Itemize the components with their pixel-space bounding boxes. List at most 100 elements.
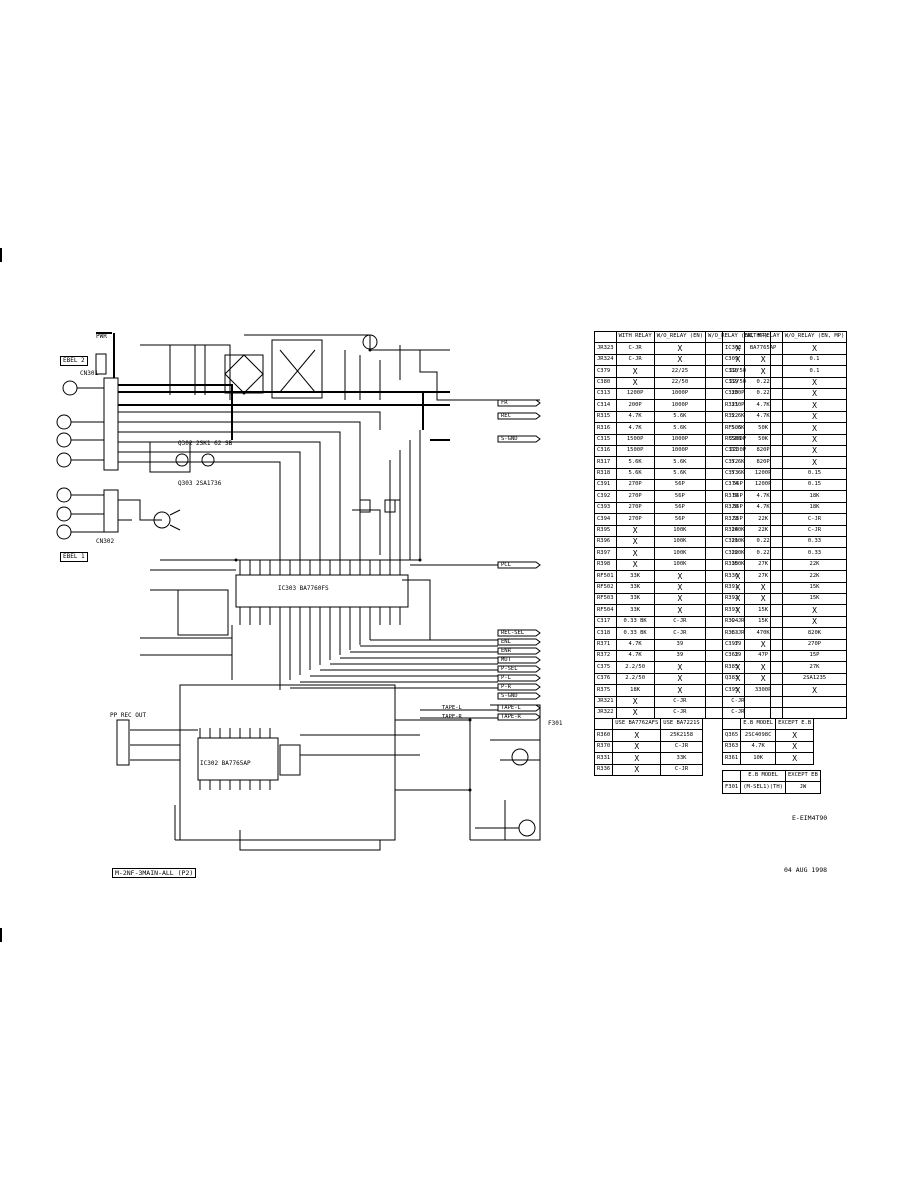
part-value-cell: 0.15	[781, 467, 848, 481]
part-value-cell: X	[781, 684, 848, 697]
table-header-cell: EXCEPT E.B	[775, 717, 815, 731]
part-value-cell: X	[612, 752, 662, 765]
part-value-cell: C-JR	[653, 627, 707, 640]
part-value-cell: 4.7K	[743, 399, 783, 412]
part-value-cell: X	[781, 444, 848, 458]
part-ref-cell: C371	[722, 444, 745, 458]
part-value-cell: 10K	[740, 752, 777, 765]
part-value-cell: 820K	[781, 627, 848, 640]
part-value-cell: 22K	[781, 570, 848, 583]
part-value-cell: 0.22	[743, 536, 783, 549]
part-ref-cell: R396	[594, 536, 617, 549]
signal-flag-enl: ENL	[501, 639, 511, 645]
part-value-cell: 1000P	[653, 444, 707, 458]
part-value-cell: X	[743, 661, 783, 674]
part-ref-cell: C317	[594, 615, 617, 629]
part-value-cell: 27K	[743, 570, 783, 583]
ic303-label: IC303 BA7760FS	[278, 585, 329, 592]
part-value-cell: 0.33 BK	[615, 615, 655, 629]
part-value-cell: X	[743, 365, 783, 378]
part-ref-cell: R317	[594, 456, 617, 469]
signal-flag-tape-r: TAPE-R	[501, 714, 521, 720]
part-ref-cell: R322	[722, 410, 745, 424]
part-ref-cell: R319	[722, 490, 745, 503]
part-value-cell: X	[615, 376, 655, 389]
part-value-cell: 100K	[653, 558, 707, 572]
part-ref-cell: R391	[722, 581, 745, 595]
part-value-cell: X	[653, 684, 707, 697]
part-ref-cell: R316	[594, 422, 617, 435]
table-header-cell	[721, 717, 742, 731]
rec-out-label: PP REC OUT	[110, 712, 147, 719]
signal-flag-fr: FR	[501, 400, 508, 406]
table-header-cell	[593, 717, 614, 731]
part-ref-cell: R336	[722, 570, 745, 583]
part-ref-cell: RF502	[594, 581, 617, 595]
part-value-cell: 1200P	[615, 387, 655, 401]
signal-flag-p-r: P-R	[501, 684, 511, 690]
part-value-cell: X	[653, 604, 707, 617]
part-ref-cell: C309	[722, 353, 745, 367]
part-value-cell: X	[743, 581, 783, 595]
part-value-cell: 5.6K	[653, 467, 707, 481]
part-ref-cell: C374	[722, 479, 745, 492]
part-value-cell: X	[615, 695, 655, 708]
signal-flag-mut: MUT	[501, 657, 511, 663]
signal-flag-rec: REC	[501, 413, 511, 419]
part-value-cell: X	[615, 365, 655, 378]
part-ref-cell: R360	[593, 729, 614, 742]
part-ref-cell: C310	[722, 365, 745, 378]
part-ref-cell: C379	[594, 365, 617, 378]
table-header-cell	[721, 769, 742, 783]
part-ref-cell: R363	[721, 740, 742, 754]
part-value-cell: 3300P	[743, 684, 783, 697]
part-value-cell: (M-SEL1)(TH)	[740, 781, 786, 794]
part-value-cell: X	[775, 752, 815, 765]
transistor-q302-label: Q302 2SK1 62 SB	[178, 440, 233, 447]
part-value-cell: 0.22	[743, 547, 783, 560]
part-value-cell: 56P	[653, 501, 707, 515]
signal-flag-pcl: PCL	[501, 562, 511, 568]
part-value-cell: C-JR	[660, 740, 703, 754]
part-value-cell: 200P	[615, 399, 655, 412]
part-value-cell: 15K	[743, 615, 783, 629]
part-ref-cell: C395	[722, 684, 745, 697]
part-value-cell: 0.1	[781, 353, 848, 367]
part-ref-cell: C380	[594, 376, 617, 389]
part-value-cell: X	[781, 399, 848, 412]
part-value-cell: 5.6K	[615, 467, 655, 481]
part-value-cell: C-JR	[660, 763, 703, 776]
part-value-cell: 1000P	[653, 399, 707, 412]
part-ref-cell: RF501	[594, 570, 617, 583]
part-ref-cell: C319	[722, 376, 745, 389]
part-value-cell: X	[781, 342, 848, 355]
part-ref-cell: IC302	[722, 342, 745, 355]
part-ref-cell: C321	[722, 536, 745, 549]
part-value-cell: 4.7K	[743, 410, 783, 424]
part-value-cell: C-JR	[653, 695, 707, 708]
part-value-cell: X	[653, 353, 707, 367]
part-value-cell: 4.7K	[740, 740, 777, 754]
part-ref-cell: C391	[594, 479, 617, 492]
part-ref-cell: C315	[594, 433, 617, 446]
part-value-cell: X	[612, 740, 662, 754]
part-value-cell: X	[781, 456, 848, 469]
table-header-cell: W/O_RELAY (EN)	[653, 330, 707, 344]
part-value-cell: X	[615, 524, 655, 538]
part-value-cell: X	[615, 536, 655, 549]
part-value-cell: 15K	[743, 604, 783, 617]
